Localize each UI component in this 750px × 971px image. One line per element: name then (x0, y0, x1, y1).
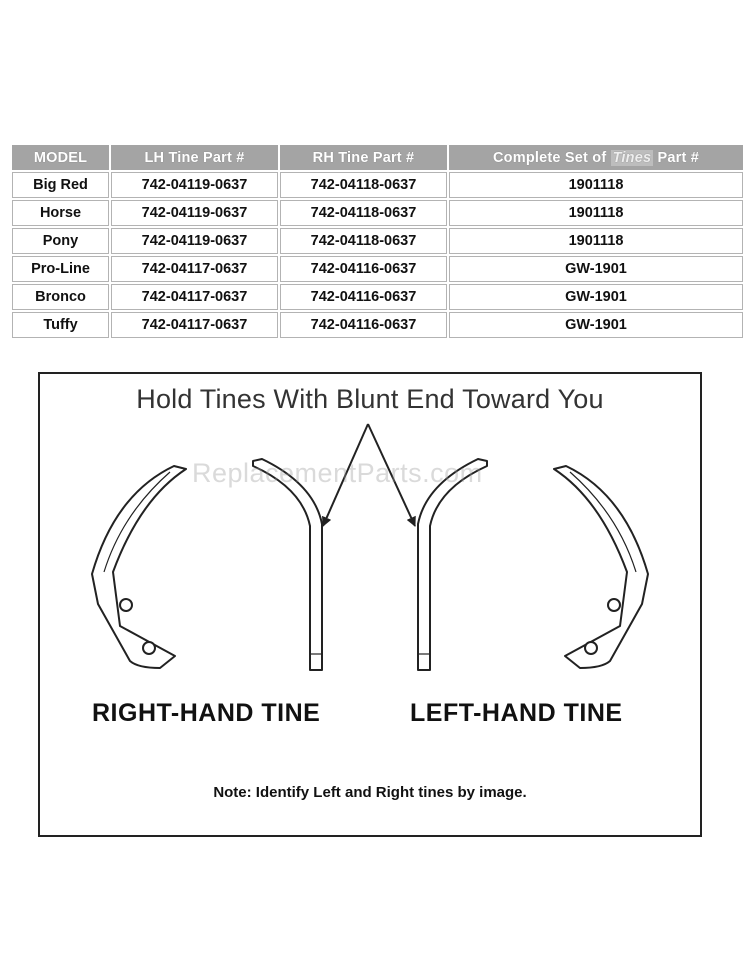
cell-lh-part: 742-04117-0637 (111, 256, 278, 282)
header-complete-set-prefix: Complete Set of (493, 149, 611, 166)
cell-rh-part: 742-04116-0637 (280, 256, 447, 282)
cell-set-part: 1901118 (449, 200, 743, 226)
table-row: Pony 742-04119-0637 742-04118-0637 19011… (12, 228, 743, 254)
right-hand-tine-edge-view (252, 458, 323, 671)
cell-set-part: 1901118 (449, 172, 743, 198)
left-hand-tine-label: LEFT-HAND TINE (410, 699, 623, 727)
highlighted-word: Tines (610, 149, 654, 166)
blunt-end-arrows (322, 423, 416, 527)
cell-lh-part: 742-04119-0637 (111, 200, 278, 226)
cell-rh-part: 742-04118-0637 (280, 228, 447, 254)
header-lh-tine-part: LH Tine Part # (111, 145, 278, 170)
header-model: MODEL (12, 145, 109, 170)
identification-note: Note: Identify Left and Right tines by i… (213, 784, 527, 801)
header-rh-tine-part: RH Tine Part # (280, 145, 447, 170)
cell-lh-part: 742-04119-0637 (111, 228, 278, 254)
cell-set-part: GW-1901 (449, 256, 743, 282)
cell-set-part: 1901118 (449, 228, 743, 254)
table-row: Pro-Line 742-04117-0637 742-04116-0637 G… (12, 256, 743, 282)
cell-rh-part: 742-04118-0637 (280, 200, 447, 226)
diagram-heading: Hold Tines With Blunt End Toward You (136, 384, 604, 414)
cell-rh-part: 742-04116-0637 (280, 284, 447, 310)
parts-table: MODEL LH Tine Part # RH Tine Part # Comp… (10, 143, 745, 340)
cell-model: Big Red (12, 172, 109, 198)
watermark: ReplacementParts.com (192, 458, 483, 488)
tine-illustration (91, 423, 649, 671)
cell-model: Tuffy (12, 312, 109, 338)
cell-lh-part: 742-04117-0637 (111, 312, 278, 338)
right-hand-tine-side-view (91, 465, 187, 669)
table-row: Tuffy 742-04117-0637 742-04116-0637 GW-1… (12, 312, 743, 338)
cell-model: Bronco (12, 284, 109, 310)
cell-lh-part: 742-04117-0637 (111, 284, 278, 310)
table-row: Bronco 742-04117-0637 742-04116-0637 GW-… (12, 284, 743, 310)
cell-model: Pony (12, 228, 109, 254)
cell-model: Horse (12, 200, 109, 226)
table-row: Horse 742-04119-0637 742-04118-0637 1901… (12, 200, 743, 226)
cell-lh-part: 742-04119-0637 (111, 172, 278, 198)
tine-diagram: ReplacementParts.com Hold Tines With Blu… (38, 372, 702, 837)
left-hand-tine-edge-view (417, 458, 488, 671)
header-complete-set-suffix: Part # (653, 149, 699, 166)
right-hand-tine-label: RIGHT-HAND TINE (92, 699, 321, 727)
table-header-row: MODEL LH Tine Part # RH Tine Part # Comp… (12, 145, 743, 170)
cell-set-part: GW-1901 (449, 284, 743, 310)
cell-rh-part: 742-04118-0637 (280, 172, 447, 198)
header-complete-set-part: Complete Set of Tines Part # (449, 145, 743, 170)
table-row: Big Red 742-04119-0637 742-04118-0637 19… (12, 172, 743, 198)
cell-set-part: GW-1901 (449, 312, 743, 338)
cell-model: Pro-Line (12, 256, 109, 282)
left-hand-tine-side-view (553, 465, 649, 669)
cell-rh-part: 742-04116-0637 (280, 312, 447, 338)
